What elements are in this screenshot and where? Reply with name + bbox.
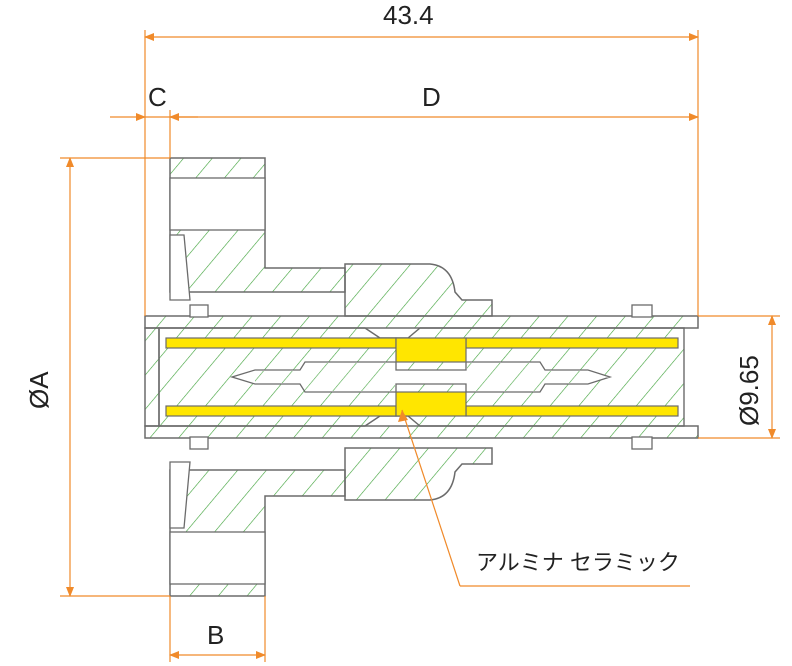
dimension-flange-thickness-label: B <box>207 620 225 650</box>
material-callout-label: アルミナ セラミック <box>476 550 680 575</box>
center-pin-hatch <box>255 363 588 391</box>
dimension-lines <box>60 30 780 662</box>
flange-groove <box>169 177 266 585</box>
dimension-overall-label: 43.4 <box>383 0 434 30</box>
weld-sleeve <box>344 263 493 501</box>
dimension-d-label: D <box>422 82 441 112</box>
callout-arrowhead <box>398 410 408 422</box>
retaining-clips <box>189 304 653 450</box>
dimension-tube-dia-label: Ø9.65 <box>734 355 764 426</box>
alumina-ceramic <box>165 337 679 417</box>
outer-tube <box>144 315 699 439</box>
dimension-c-label: C <box>148 82 167 112</box>
dimension-flange-dia-label: ØA <box>24 371 54 409</box>
